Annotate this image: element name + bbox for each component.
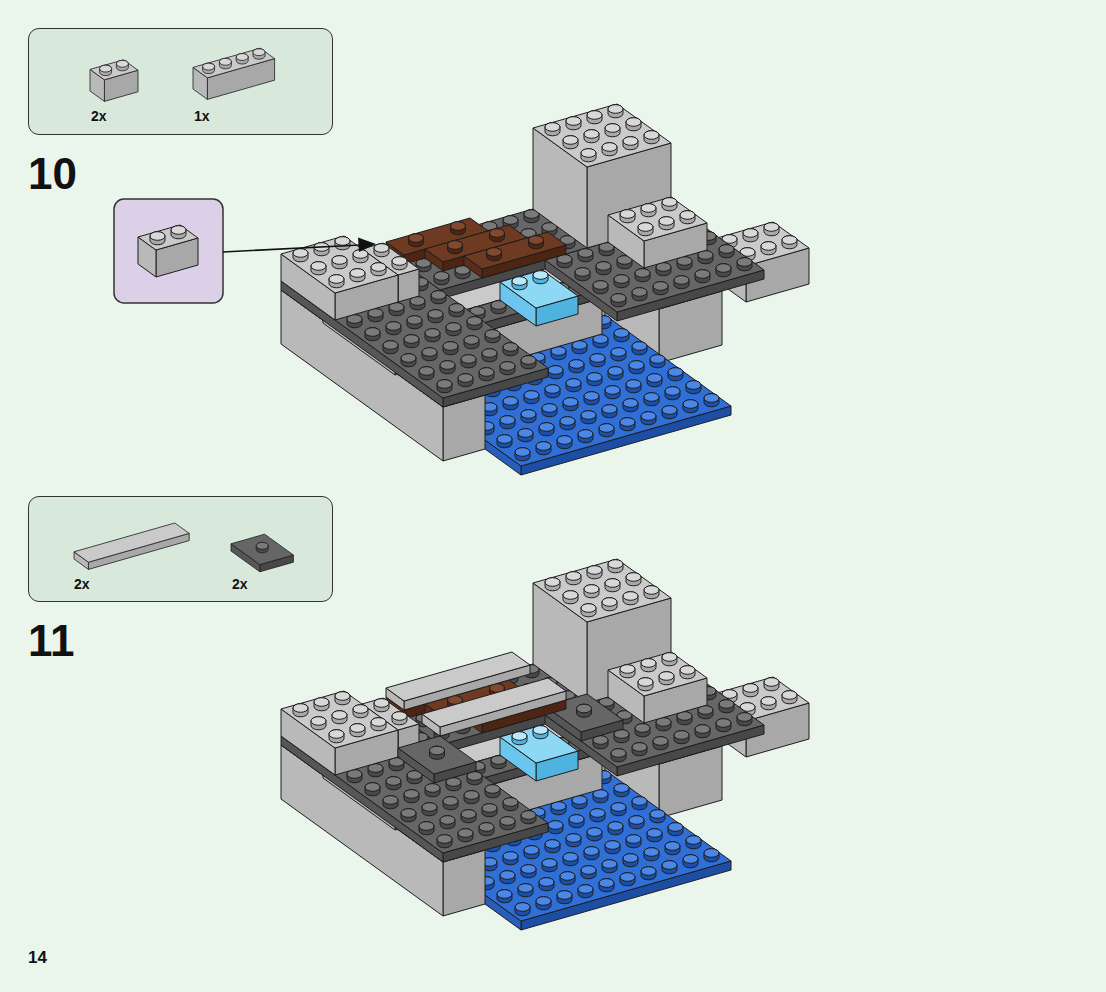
- ice-slope: [500, 270, 578, 326]
- stone-brick: [281, 691, 398, 775]
- placement-arrow: [223, 238, 376, 253]
- stone-tower: [533, 104, 671, 248]
- tile-1x6: [74, 523, 189, 569]
- model-step-b: [281, 559, 809, 930]
- stone-plate: [281, 706, 548, 862]
- brick-1x2: [138, 225, 198, 277]
- jumper-plate: [398, 736, 476, 783]
- page-number: 14: [28, 949, 47, 966]
- stone-tower: [533, 559, 671, 703]
- model-step-a: [281, 104, 809, 475]
- part-quantity: 2x: [232, 577, 248, 591]
- step-number: 10: [28, 152, 77, 196]
- part-quantity: 1x: [194, 109, 210, 123]
- parts-art: [29, 29, 334, 136]
- stone-brick: [608, 652, 707, 723]
- step-number: 11: [28, 619, 75, 663]
- jumper-2x2: [231, 534, 293, 572]
- stone-plate: [281, 251, 548, 407]
- parts-panel: 2x 2x: [28, 496, 333, 602]
- callout-frame: [114, 199, 223, 303]
- part-quantity: 2x: [91, 109, 107, 123]
- rail-tile: [422, 678, 566, 736]
- parts-panel: 2x 1x: [28, 28, 333, 135]
- part-quantity: 2x: [74, 577, 90, 591]
- brick-1x4: [193, 48, 275, 99]
- brick-1x2: [90, 60, 138, 102]
- callout-box: [114, 199, 223, 303]
- track-plate: [464, 232, 566, 278]
- ice-slope: [500, 725, 578, 781]
- stone-brick: [608, 197, 707, 268]
